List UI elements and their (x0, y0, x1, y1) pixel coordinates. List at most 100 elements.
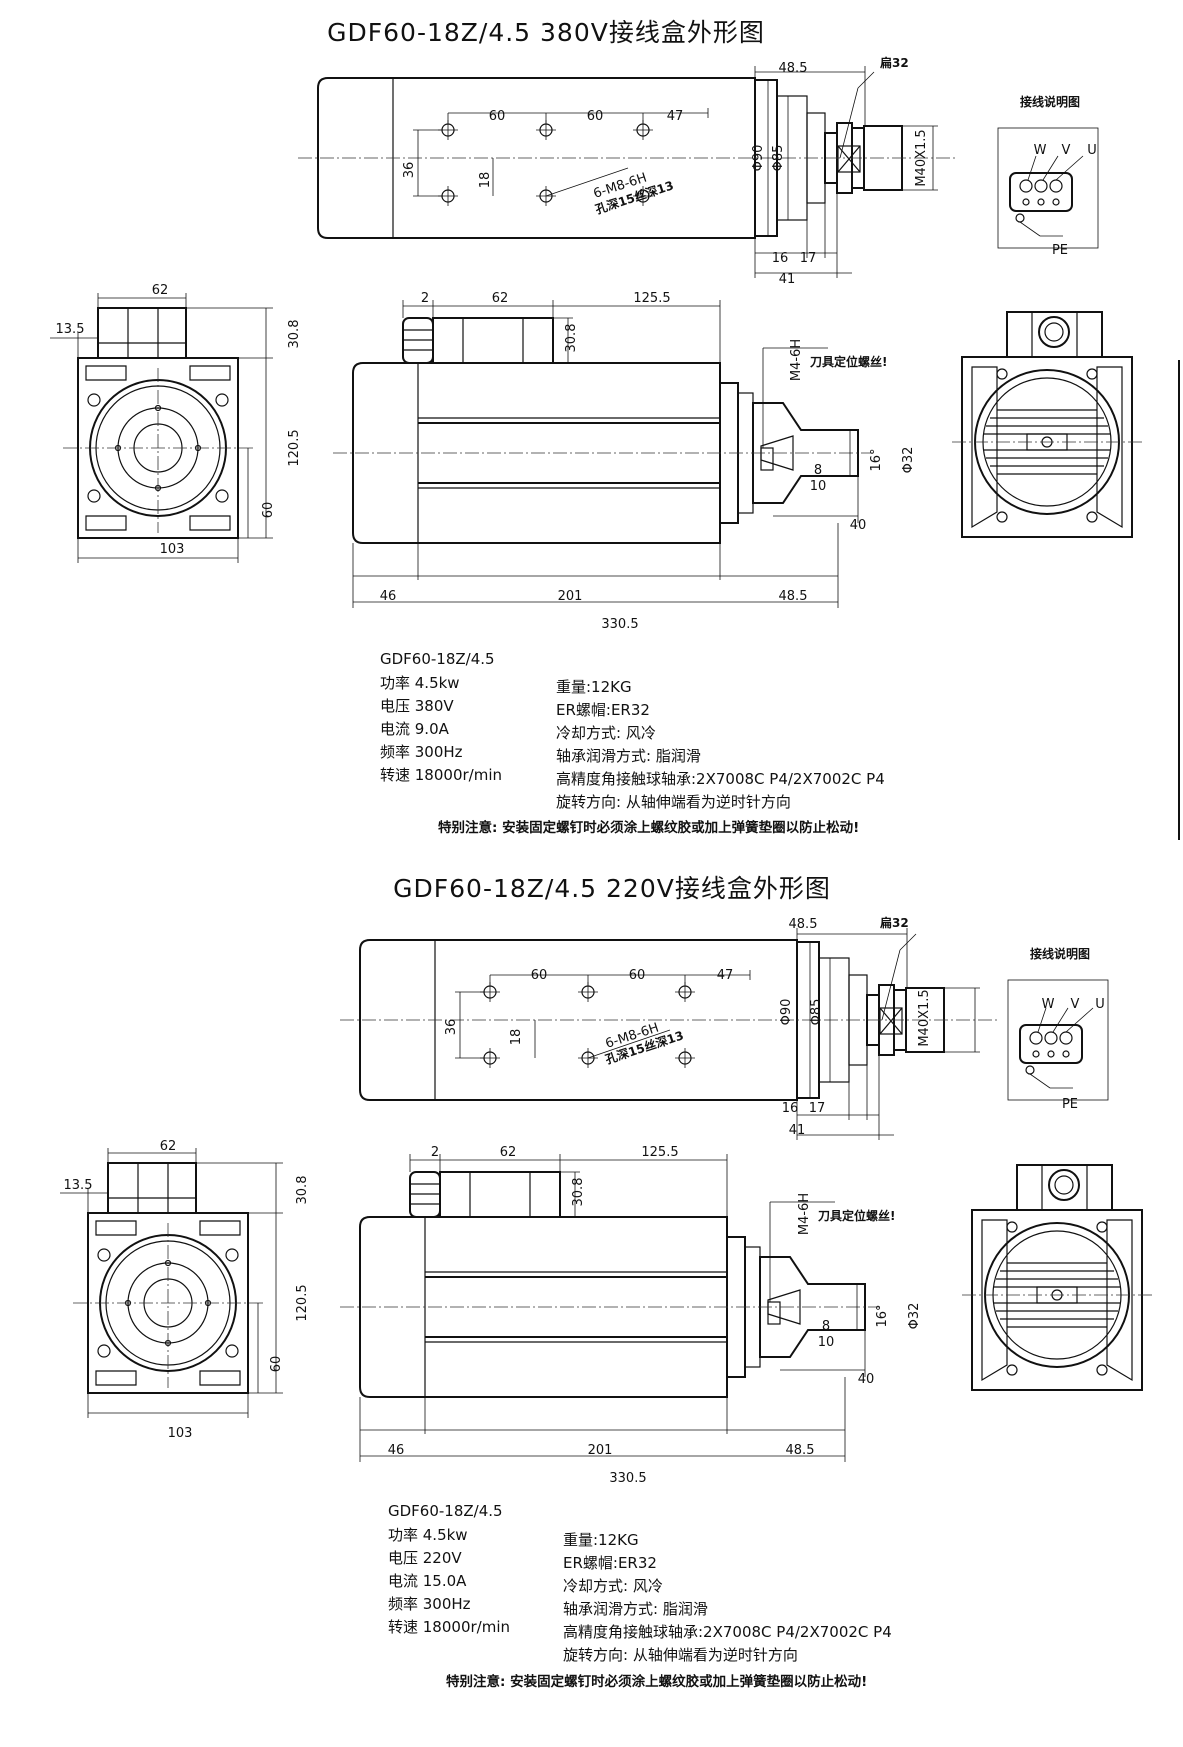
wiring-label-w: W (1042, 997, 1055, 1012)
dim-330-5: 330.5 (609, 1471, 646, 1486)
wiring-pe: PE (1052, 243, 1068, 258)
dim-36: 36 (444, 1019, 459, 1036)
dim-60b: 60 (587, 109, 604, 124)
wiring-label-w: W (1034, 143, 1047, 158)
dim-16: 16 (782, 1101, 799, 1116)
dim-103: 103 (160, 542, 185, 557)
dim-30-8-front: 30.8 (295, 1176, 310, 1205)
page-edge-line (1178, 360, 1180, 840)
dim-62-side: 62 (492, 291, 509, 306)
dim-60a: 60 (489, 109, 506, 124)
dim-41: 41 (789, 1123, 806, 1138)
dim-2: 2 (421, 291, 429, 306)
dim-47: 47 (717, 968, 734, 983)
spec-voltage: 电压 220V (388, 1549, 462, 1567)
dim-48-5-bot: 48.5 (779, 589, 808, 604)
dim-125-5: 125.5 (633, 291, 670, 306)
dim-8: 8 (814, 463, 822, 478)
dim-m40: M40X1.5 (917, 989, 932, 1046)
front-view-dims: 62 13.5 30.8 120.5 60 103 (56, 283, 302, 557)
dim-phi32: Φ32 (907, 1303, 922, 1330)
dim-bian32: 扁32 (880, 55, 909, 70)
top-view (297, 65, 959, 279)
dim-62-front: 62 (160, 1139, 177, 1154)
dim-60-front: 60 (269, 1356, 284, 1373)
spec-power: 功率 4.5kw (380, 674, 460, 692)
dim-62-side: 62 (500, 1145, 517, 1160)
dim-46: 46 (388, 1443, 405, 1458)
spec-current: 电流 15.0A (388, 1572, 467, 1590)
spec-model: GDF60-18Z/4.5 (380, 650, 495, 668)
dim-18: 18 (478, 172, 493, 189)
dim-60a: 60 (531, 968, 548, 983)
sheet-380v: GDF60-18Z/4.5 380V接线盒外形图 48.5 扁32 60 60 … (49, 18, 1143, 836)
wiring-label-u: U (1095, 997, 1105, 1012)
dim-phi90: Φ90 (779, 999, 794, 1026)
wiring-diagram: 接线说明图 W V U PE (1007, 946, 1109, 1112)
dim-2: 2 (431, 1145, 439, 1160)
dim-41: 41 (779, 272, 796, 287)
spec-cooling: 冷却方式: 风冷 (563, 1577, 663, 1595)
dim-phi32: Φ32 (901, 447, 916, 474)
spec-rotation: 旋转方向: 从轴伸端看为逆时针方向 (556, 793, 791, 811)
dim-48-5-bot: 48.5 (786, 1443, 815, 1458)
spec-weight: 重量:12KG (556, 678, 632, 696)
spec-nut: ER螺帽:ER32 (556, 701, 650, 719)
spec-bearing: 高精度角接触球轴承:2X7008C P4/2X7002C P4 (556, 770, 885, 788)
dim-30-8-side: 30.8 (564, 324, 579, 353)
top-view-dims: 48.5 扁32 60 60 47 36 18 6-M8-6H 孔深15丝深13… (402, 55, 929, 287)
sheet-title: GDF60-18Z/4.5 220V接线盒外形图 (393, 874, 831, 903)
spec-model: GDF60-18Z/4.5 (388, 1502, 503, 1520)
spec-lubrication: 轴承润滑方式: 脂润滑 (556, 747, 701, 765)
dim-16deg: 16° (875, 1304, 890, 1327)
dim-m40: M40X1.5 (914, 129, 929, 186)
dim-phi85: Φ85 (771, 145, 786, 172)
spec-bearing: 高精度角接触球轴承:2X7008C P4/2X7002C P4 (563, 1623, 892, 1641)
dim-13-5: 13.5 (56, 322, 85, 337)
spec-voltage: 电压 380V (380, 697, 454, 715)
spec-cooling: 冷却方式: 风冷 (556, 724, 656, 742)
rear-view (961, 1164, 1153, 1391)
spec-current: 电流 9.0A (380, 720, 450, 738)
dim-phi85: Φ85 (809, 999, 824, 1026)
spec-block: GDF60-18Z/4.5 功率 4.5kw 电压 380V 电流 9.0A 频… (380, 650, 885, 836)
spec-frequency: 频率 300Hz (380, 743, 463, 761)
top-view-dims: 48.5 扁32 60 60 47 36 18 6-M8-6H 孔深15丝深13… (444, 915, 932, 1138)
rear-view (951, 311, 1143, 538)
spec-power: 功率 4.5kw (388, 1526, 468, 1544)
dim-103: 103 (168, 1426, 193, 1441)
dim-screw: 刀具定位螺丝! (818, 1208, 895, 1223)
wiring-diagram: 接线说明图 W V U PE (997, 94, 1099, 258)
dim-16: 16 (772, 251, 789, 266)
sheet-220v: GDF60-18Z/4.5 220V接线盒外形图 48.5 扁32 60 60 … (59, 874, 1153, 1690)
dim-10: 10 (810, 479, 827, 494)
dim-60-front: 60 (261, 502, 276, 519)
dim-10: 10 (818, 1335, 835, 1350)
dim-330-5: 330.5 (601, 617, 638, 632)
dim-30-8-front: 30.8 (287, 320, 302, 349)
dim-30-8-side: 30.8 (571, 1178, 586, 1207)
wiring-title: 接线说明图 (1020, 94, 1080, 109)
dim-47: 47 (667, 109, 684, 124)
dim-17: 17 (809, 1101, 826, 1116)
spec-note: 特别注意: 安装固定螺钉时必须涂上螺纹胶或加上弹簧垫圈以防止松动! (438, 819, 859, 836)
spec-weight: 重量:12KG (563, 1531, 639, 1549)
dim-62-front: 62 (152, 283, 169, 298)
dim-48-5-top: 48.5 (779, 61, 808, 76)
spec-note: 特别注意: 安装固定螺钉时必须涂上螺纹胶或加上弹簧垫圈以防止松动! (446, 1673, 867, 1690)
wiring-title: 接线说明图 (1030, 946, 1090, 961)
side-view-dims: 2 62 125.5 30.8 M4-6H 刀具定位螺丝! 16° Φ32 8 … (388, 1145, 922, 1486)
dim-201: 201 (588, 1443, 613, 1458)
dim-screw: 刀具定位螺丝! (810, 354, 887, 369)
spec-block: GDF60-18Z/4.5 功率 4.5kw 电压 220V 电流 15.0A … (388, 1502, 892, 1690)
dim-40: 40 (858, 1372, 875, 1387)
dim-13-5: 13.5 (64, 1178, 93, 1193)
dim-16deg: 16° (869, 448, 884, 471)
dim-201: 201 (558, 589, 583, 604)
front-view-dims: 62 13.5 30.8 120.5 60 103 (64, 1139, 310, 1441)
spec-nut: ER螺帽:ER32 (563, 1554, 657, 1572)
dim-phi90: Φ90 (751, 145, 766, 172)
dim-48-5-top: 48.5 (789, 917, 818, 932)
spec-speed: 转速 18000r/min (380, 766, 502, 784)
dim-18: 18 (509, 1029, 524, 1046)
